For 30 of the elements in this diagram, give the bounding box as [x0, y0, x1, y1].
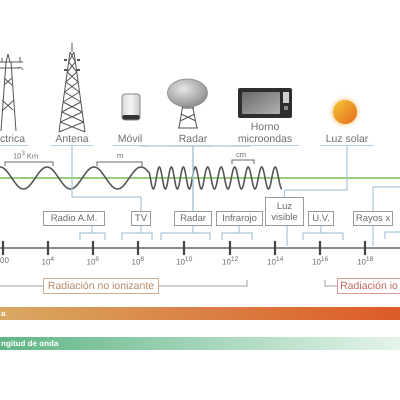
wavelength-bar: ngitud de onda — [0, 337, 400, 350]
band-tag: Infrarojo — [216, 211, 263, 226]
leader-line — [192, 145, 250, 211]
frequency-bar: a — [0, 307, 400, 320]
tick-label: 10$^{4}$ — [42, 256, 54, 267]
tick-label: 10$^{8}$ — [132, 256, 144, 267]
device-label: ctrica — [0, 131, 28, 146]
tick-label: 10$^{10}$ — [176, 256, 192, 267]
band-tag: Radar — [174, 211, 212, 226]
device-label: Antena — [51, 131, 93, 146]
tick-label: 10$^{6}$ — [86, 256, 100, 267]
tick-label: 10$^{18}$ — [357, 256, 374, 267]
band-tag: Radio A.M. — [43, 211, 105, 226]
device-label: Horno microondas — [231, 119, 299, 146]
tick-label: 00 — [0, 256, 9, 265]
band-tag: Rayos x — [353, 211, 393, 226]
device-label: Luz solar — [320, 131, 374, 146]
radiation-tag: Radiación io — [337, 278, 400, 294]
device-label: Móvil — [113, 131, 147, 146]
leader-line — [284, 146, 348, 197]
tick-label: 10$^{14}$ — [267, 256, 284, 267]
device-label: Radar — [174, 131, 212, 146]
leader-line — [71, 146, 142, 211]
tick-label: 10$^{12}$ — [222, 256, 238, 267]
leader-line — [372, 186, 400, 211]
tick-label: 10$^{16}$ — [312, 256, 328, 267]
radiation-tag: Radiación no ionizante — [43, 278, 159, 294]
band-tag: U.V. — [308, 211, 334, 226]
band-tag: Luz visible — [265, 197, 304, 226]
band-tag: TV — [131, 211, 151, 226]
